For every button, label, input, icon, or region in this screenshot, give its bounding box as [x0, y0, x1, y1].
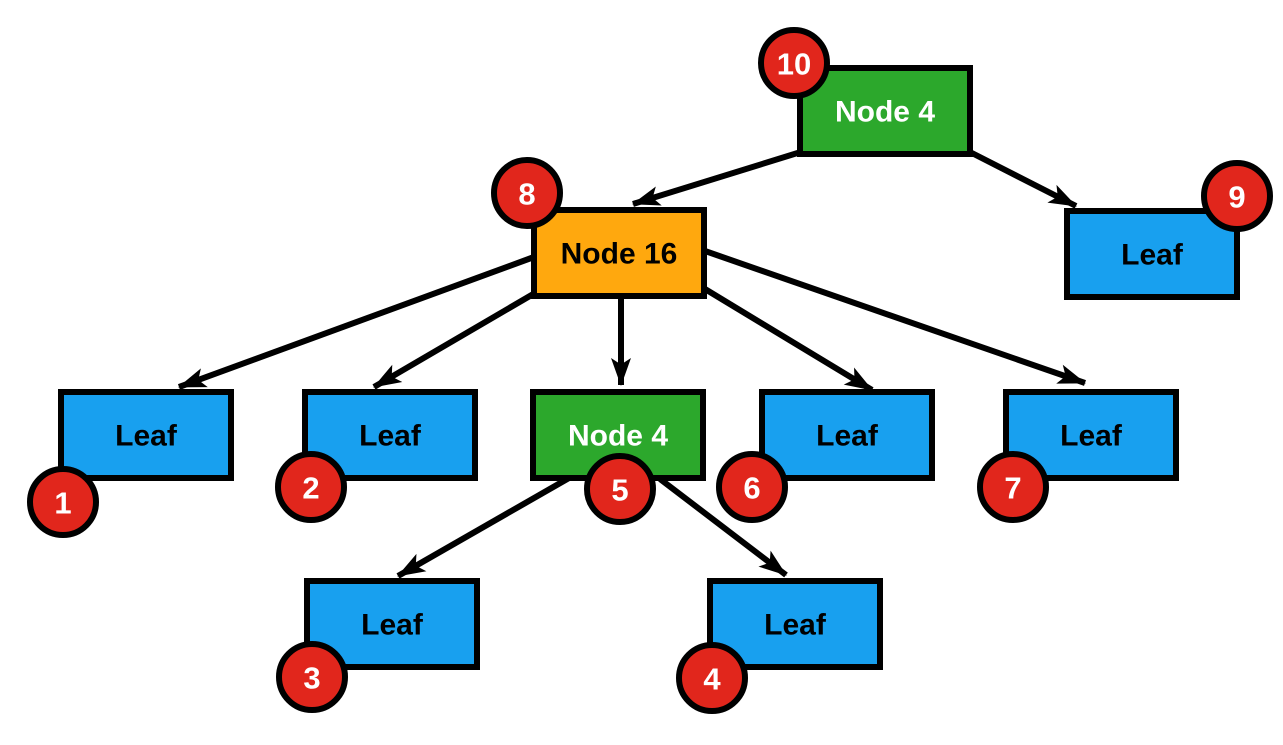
edge-node16-to-leaf-6 — [703, 286, 874, 393]
edge-node4-mid-to-leaf-4 — [658, 476, 788, 578]
edges-layer — [177, 147, 1086, 579]
leaf-2-label: Leaf — [359, 420, 422, 453]
leaf-4-badge-number: 4 — [703, 662, 721, 697]
leaf-7-badge-circle — [977, 451, 1049, 523]
leaf-6-badge-circle — [716, 451, 788, 523]
leaf-9-box — [1064, 208, 1240, 300]
leaf-2-badge-number: 2 — [302, 471, 319, 506]
leaf-node-leaf-1: Leaf — [58, 389, 234, 481]
leaf-6-label: Leaf — [816, 420, 879, 453]
leaf-7-label: Leaf — [1060, 420, 1123, 453]
leaf-3-badge-number: 3 — [303, 661, 320, 696]
node4-top-badge-circle — [758, 27, 830, 99]
leaf-6-box — [759, 389, 935, 481]
leaf-1-badge-circle — [27, 466, 99, 538]
edge-node4-top-to-leaf-9 — [964, 147, 1078, 209]
node4-top-box — [797, 65, 973, 157]
edge-node16-to-leaf-2 — [372, 290, 537, 390]
leaf-7-badge-number: 7 — [1004, 471, 1021, 506]
edge-node16-to-leaf-7 — [704, 248, 1086, 386]
leaf-1-order-badge: 1 — [27, 466, 99, 538]
leaf-9-label: Leaf — [1121, 239, 1184, 272]
leaf-2-badge-circle — [275, 451, 347, 523]
leaf-9-badge-circle — [1201, 160, 1273, 232]
leaf-node-leaf-6: Leaf — [759, 389, 935, 481]
node4-top-badge-number: 10 — [777, 47, 811, 82]
leaf-9-badge-number: 9 — [1228, 180, 1245, 215]
node4-mid-badge-number: 5 — [611, 473, 628, 508]
leaf-4-label: Leaf — [764, 609, 827, 642]
leaf-4-badge-circle — [676, 642, 748, 714]
leaf-9-order-badge: 9 — [1201, 160, 1273, 232]
leaf-1-badge-number: 1 — [54, 486, 71, 521]
leaf-3-order-badge: 3 — [276, 641, 348, 713]
node16-order-badge: 8 — [491, 157, 563, 229]
edge-node4-mid-to-leaf-3 — [396, 475, 571, 579]
leaf-6-order-badge: 6 — [716, 451, 788, 523]
node4-mid-badge-circle — [584, 453, 656, 525]
edge-node16-to-leaf-1 — [177, 254, 536, 390]
internal-node-node16: Node 16 — [531, 207, 707, 299]
internal-node-node4-top: Node 4 — [797, 65, 973, 157]
leaf-6-badge-number: 6 — [743, 471, 760, 506]
node16-box — [531, 207, 707, 299]
node4-top-order-badge: 10 — [758, 27, 830, 99]
leaf-1-label: Leaf — [115, 420, 178, 453]
leaf-2-order-badge: 2 — [275, 451, 347, 523]
edge-node4-top-to-node16 — [632, 148, 805, 207]
node16-badge-circle — [491, 157, 563, 229]
node4-mid-label: Node 4 — [568, 420, 668, 453]
leaf-node-leaf-9: Leaf — [1064, 208, 1240, 300]
leaf-3-badge-circle — [276, 641, 348, 713]
node4-top-label: Node 4 — [835, 96, 935, 129]
leaf-4-box — [707, 578, 883, 670]
leaf-1-box — [58, 389, 234, 481]
badges-layer: 10 8 9 1 2 5 6 7 3 4 — [27, 27, 1273, 714]
leaf-7-order-badge: 7 — [977, 451, 1049, 523]
node16-label: Node 16 — [561, 238, 678, 271]
leaf-node-leaf-4: Leaf — [707, 578, 883, 670]
leaf-3-label: Leaf — [361, 609, 424, 642]
node16-badge-number: 8 — [518, 177, 535, 212]
leaf-4-order-badge: 4 — [676, 642, 748, 714]
node4-mid-order-badge: 5 — [584, 453, 656, 525]
